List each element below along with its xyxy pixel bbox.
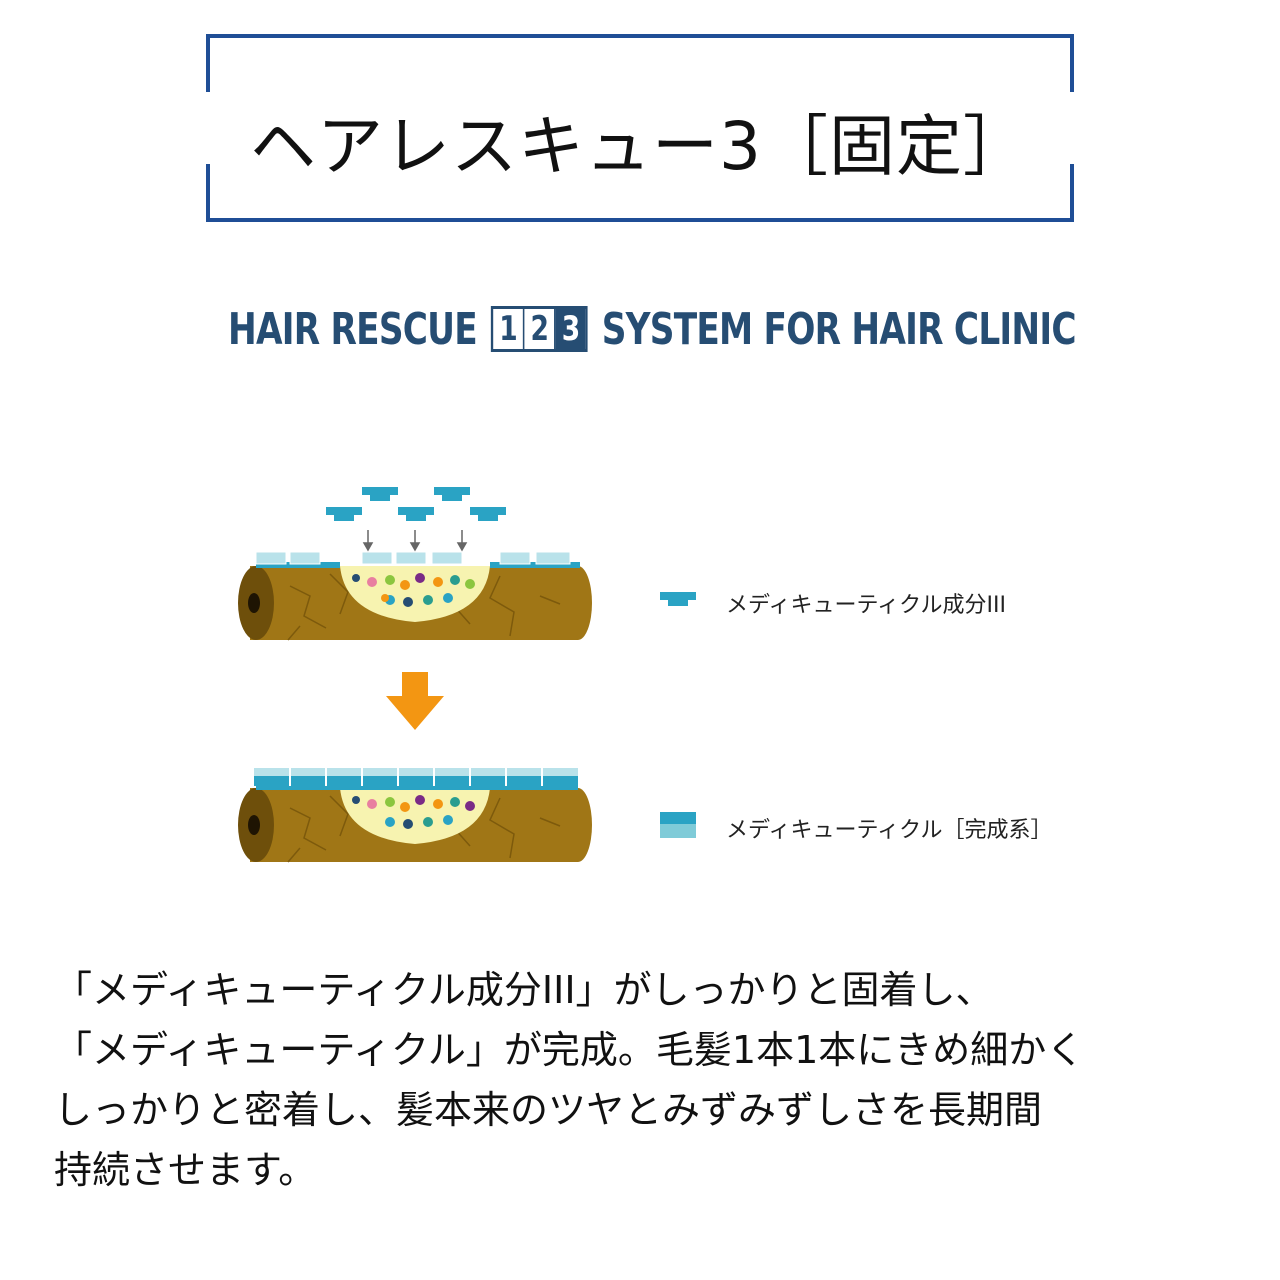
page-title: ヘアレスキュー3［固定］ <box>250 108 1030 185</box>
cuticle-pieces-falling <box>326 487 506 521</box>
brand-logo: HAIR RESCUE 1 2 3 SYSTEM FOR HAIR CLINIC <box>228 303 1077 355</box>
transition-arrow <box>386 672 444 730</box>
title-frame <box>206 34 1074 222</box>
dots-after <box>352 795 475 829</box>
brand-step-3: 3 <box>555 309 586 349</box>
brand-step-2: 2 <box>525 309 556 349</box>
brand-right: SYSTEM FOR HAIR CLINIC <box>601 303 1077 355</box>
brand-steps: 1 2 3 <box>490 306 588 352</box>
hair-diagram <box>237 487 696 863</box>
description-line-1: 「メディキューティクル成分III」がしっかりと固着し、 <box>54 968 994 1012</box>
legend-icon-component <box>660 592 696 606</box>
legend-label-complete: メディキューティクル［完成系］ <box>726 818 1053 843</box>
hair-after <box>237 766 593 863</box>
description-line-3: しっかりと密着し、髪本来のツヤとみずみずしさを長期間 <box>54 1088 1043 1132</box>
brand-left: HAIR RESCUE <box>228 303 478 355</box>
small-arrows <box>362 530 468 552</box>
legend-label-component: メディキューティクル成分III <box>726 593 1006 618</box>
title-box: ヘアレスキュー3［固定］ <box>206 34 1074 222</box>
dots-before <box>352 573 475 607</box>
description: 「メディキューティクル成分III」がしっかりと固着し、 「メディキューティクル」… <box>54 960 1234 1200</box>
legend-icon-complete <box>660 812 696 838</box>
description-line-2: 「メディキューティクル」が完成。毛髪1本1本にきめ細かく <box>54 1028 1085 1072</box>
hair-before <box>237 487 593 641</box>
description-line-4: 持続させます。 <box>54 1148 317 1192</box>
brand-step-1: 1 <box>493 309 525 349</box>
